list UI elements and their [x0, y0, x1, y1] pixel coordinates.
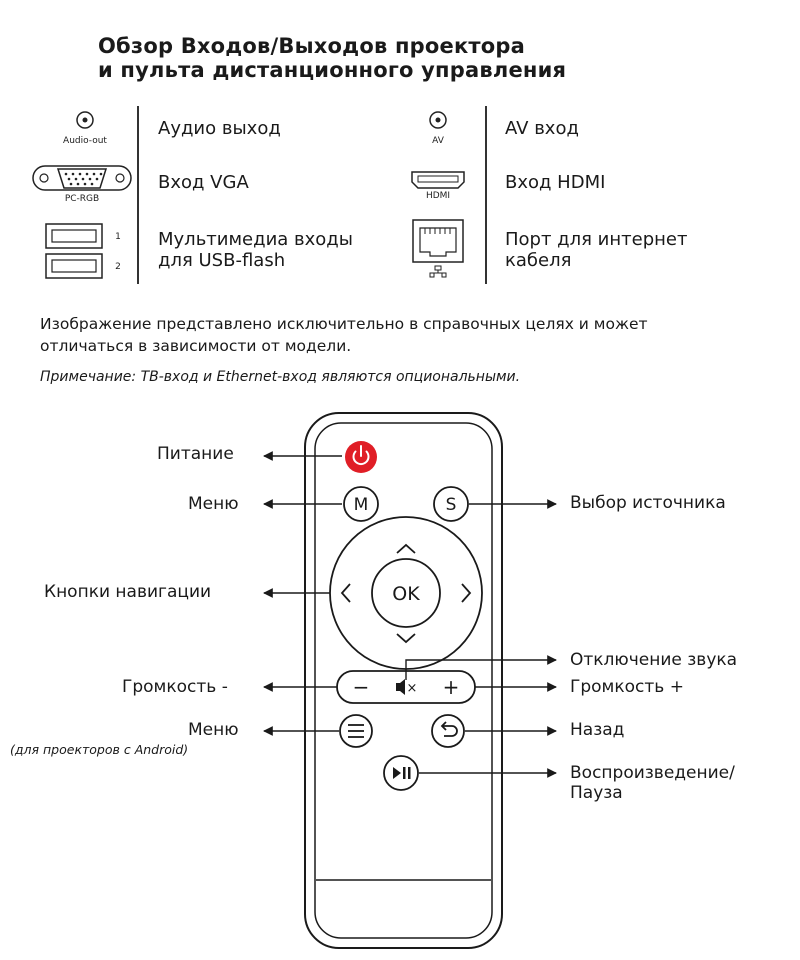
usb-caption-1: 1 — [115, 232, 121, 242]
speaker-icon — [396, 679, 405, 695]
audio-out-label: Аудио выход — [158, 118, 281, 139]
description-line-1: Изображение представлено исключительно в… — [40, 315, 648, 333]
usb-label-line-2: для USB-flash — [158, 250, 286, 271]
vga-port-icon — [32, 165, 132, 191]
title-line-1: Обзор Входов/Выходов проектора — [98, 34, 526, 58]
usb-label: Мультимедиа входы для USB-flash — [158, 229, 353, 271]
left-arrow-icon — [340, 583, 351, 603]
play-icon — [393, 767, 401, 779]
hdmi-port-icon — [411, 171, 465, 189]
play-pause-button[interactable] — [383, 755, 419, 791]
port-icons — [32, 111, 465, 279]
hamburger-icon — [348, 724, 364, 738]
av-label: AV вход — [505, 118, 579, 139]
pause-icon — [403, 767, 406, 779]
android-menu-button[interactable] — [339, 714, 373, 748]
usb-caption-2: 2 — [115, 262, 121, 272]
description: Изображение представлено исключительно в… — [40, 313, 780, 357]
description-note: Примечание: ТВ-вход и Ethernet-вход явля… — [40, 369, 521, 385]
callout-mute: Отключение звука — [570, 650, 738, 670]
av-jack-icon — [429, 111, 447, 129]
back-arrow-icon — [443, 725, 458, 737]
page-title: Обзор Входов/Выходов проектора и пульта … — [98, 34, 566, 82]
ok-button-label: OK — [392, 583, 420, 605]
ethernet-port-icon — [412, 219, 464, 278]
usb-port-icon — [45, 223, 103, 279]
callout-android-menu-note: (для проекторов с Android) — [10, 742, 189, 757]
title-line-2: и пульта дистанционного управления — [98, 58, 567, 82]
separator-left — [137, 106, 139, 284]
description-line-2: отличаться в зависимости от модели. — [40, 337, 352, 355]
right-arrow-icon — [461, 583, 472, 603]
menu-button-label: M — [354, 495, 369, 515]
hdmi-caption: HDMI — [425, 191, 451, 201]
separator-right — [485, 106, 487, 284]
ethernet-label: Порт для интернет кабеля — [505, 229, 687, 271]
audio-out-caption: Audio-out — [63, 136, 107, 146]
callout-play-pause: Воспроизведение/ Пауза — [570, 763, 735, 803]
callout-power: Питание — [157, 444, 234, 464]
ethernet-label-line-2: кабеля — [505, 250, 572, 271]
power-button[interactable] — [345, 441, 377, 473]
hdmi-label: Вход HDMI — [505, 172, 606, 193]
down-arrow-icon — [396, 633, 416, 644]
av-caption: AV — [432, 136, 444, 146]
callout-play-pause-line-2: Пауза — [570, 783, 623, 803]
vga-caption: PC-RGB — [64, 194, 100, 204]
audio-jack-icon — [76, 111, 94, 129]
callout-back: Назад — [570, 720, 625, 740]
callout-play-pause-line-1: Воспроизведение/ — [570, 763, 735, 783]
callout-menu: Меню — [188, 494, 239, 514]
usb-label-line-1: Мультимедиа входы — [158, 229, 353, 250]
callout-vol-minus: Громкость - — [122, 677, 228, 697]
source-button-label: S — [446, 495, 457, 515]
callout-vol-plus: Громкость + — [570, 677, 684, 697]
mute-x-label[interactable]: × — [407, 681, 418, 696]
up-arrow-icon — [396, 543, 416, 554]
ok-button[interactable] — [371, 558, 441, 628]
ethernet-label-line-1: Порт для интернет — [505, 229, 688, 250]
callout-arrows — [263, 451, 557, 778]
source-button[interactable] — [433, 486, 469, 522]
volume-plus-label[interactable]: + — [443, 675, 460, 699]
arrow-mute — [405, 655, 557, 680]
vga-label: Вход VGA — [158, 172, 249, 193]
back-button[interactable] — [431, 714, 465, 748]
callout-source: Выбор источника — [570, 493, 726, 513]
callout-navigation: Кнопки навигации — [44, 582, 212, 602]
callout-android-menu: Меню — [188, 720, 239, 740]
volume-minus-label[interactable]: − — [353, 675, 370, 699]
menu-button[interactable] — [343, 486, 379, 522]
